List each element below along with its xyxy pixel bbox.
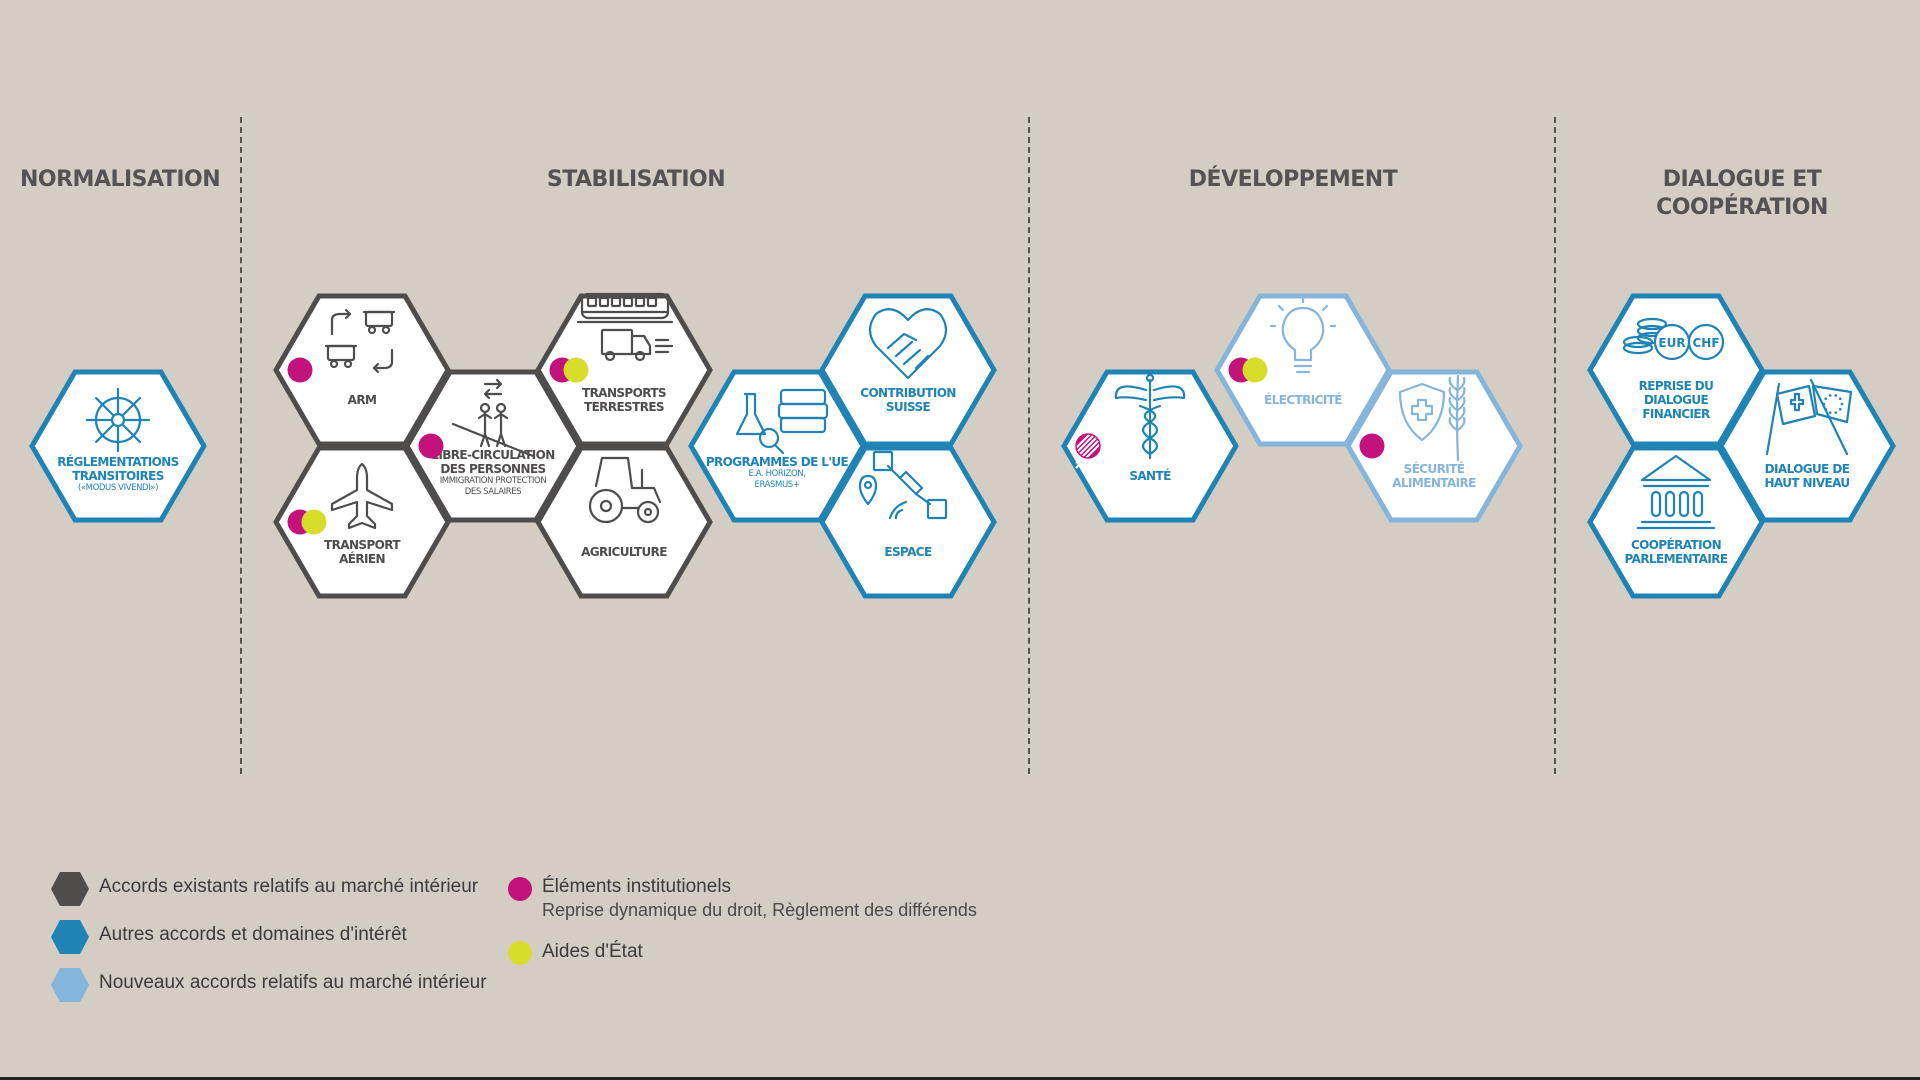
hex-shape [819,293,997,447]
hex-label: FINANCIER [1642,407,1710,421]
legend-dot-institutional [508,877,532,901]
hex-label: SÉCURITÉ [1404,461,1465,476]
legend-sublabel-institutional: Reprise dynamique du droit, Règlement de… [542,900,977,920]
train-truck-icon [576,292,674,362]
ship-wheel-icon [85,387,151,453]
section-title-dialogue-cooperation: DIALOGUE ET COOPÉRATION [1656,167,1828,220]
legend-dot-state-aid [508,941,532,965]
hex-label: AGRICULTURE [581,545,667,559]
hex-shape [404,369,582,523]
divider-2 [1028,117,1030,774]
shield-wheat-icon [1398,374,1466,462]
dot-institutional [1359,433,1385,459]
hex-label: TERRESTRES [584,400,664,414]
legend-label-institutional: Éléments institutionels [542,876,732,897]
legend-label-other: Autres accords et domaines d'intérêt [99,924,407,945]
hex-sublabel: E.A. HORIZON, [748,469,805,479]
section-title-developpement: DÉVELOPPEMENT [1188,167,1398,192]
hex-label: LIBRE-CIRCULATION [431,448,554,462]
legend-hex-other [51,920,89,954]
dot-state-aid [301,509,327,535]
tractor-icon [588,456,662,524]
research-books-icon [735,388,829,455]
hex-label: ARM [348,393,377,407]
divider-3 [1554,117,1556,774]
hex-shape [535,445,713,599]
heart-handshake-icon [868,308,948,380]
hex-label: TRANSPORTS [582,386,666,400]
hex-shape [1345,369,1523,523]
hex-label: DES PERSONNES [440,462,545,476]
bottom-border [0,1077,1920,1080]
hex-agriculture: AGRICULTURE [535,445,713,599]
parliament-icon [1636,454,1716,530]
airplane-icon [330,462,394,530]
hex-sante: SANTÉ [1061,369,1239,523]
hex-label: ALIMENTAIRE [1392,476,1476,490]
satellite-icon [858,450,948,520]
hex-shape [1718,369,1896,523]
hex-label: TRANSPORT [324,538,401,552]
flags-icon [1765,378,1853,456]
machines-exchange-icon [324,308,396,374]
hex-label: RÉGLEMENTATIONS [57,454,178,469]
hex-label: PROGRAMMES DE L'UE [706,455,849,469]
hex-label: REPRISE DU [1639,379,1714,393]
people-exchange-icon [451,378,535,458]
hex-sublabel: ERASMUS+ [754,480,799,490]
hex-sublabel: («MODUS VIVENDI») [78,483,158,493]
hex-label: COOPÉRATION [1631,537,1721,552]
legend-label-existing: Accords existants relatifs au marché int… [99,876,479,897]
dot-institutional [287,357,313,383]
section-title-normalisation: NORMALISATION [20,167,221,192]
hex-label: DIALOGUE DE [1765,462,1850,476]
dot-state-aid [563,357,589,383]
caduceus-icon [1114,373,1186,460]
legend-hex-new [51,968,89,1002]
hex-sublabel: IMMIGRATION PROTECTION [440,476,547,486]
hex-programmes-ue: PROGRAMMES DE L'UEE.A. HORIZON,ERASMUS+ [688,369,866,523]
hex-electricite: ÉLECTRICITÉ [1214,293,1392,447]
hex-shape [273,293,451,447]
divider-1 [240,117,242,774]
coins-eur-chf-icon: EUR CHF [1622,317,1725,361]
hex-label: AÉRIEN [339,551,385,566]
hex-label: PARLEMENTAIRE [1625,552,1728,566]
hex-label: TRANSITOIRES [72,469,164,483]
lightbulb-icon [1269,296,1337,374]
hex-label: ESPACE [884,545,932,559]
hex-label: SANTÉ [1129,468,1171,483]
legend-hex-existing [51,872,89,906]
dot-institutional [418,433,444,459]
legend-label-new: Nouveaux accords relatifs au marché inté… [99,972,487,993]
hex-label: CONTRIBUTION [860,386,956,400]
hex-sublabel: DES SALAIRES [465,487,522,497]
coin-label-eur: EUR [1658,336,1685,350]
legend-label-state-aid: Aides d'État [542,941,643,962]
hex-label: ÉLECTRICITÉ [1264,392,1342,407]
hex-espace: ESPACE [819,445,997,599]
hex-label: DIALOGUE [1644,393,1709,407]
hex-label: SUISSE [886,400,931,414]
dot-hatched [1075,423,1101,469]
hex-shape [535,293,713,447]
coin-label-chf: CHF [1692,336,1719,350]
section-title-stabilisation: STABILISATION [546,167,726,192]
hex-arm: ARM [273,293,451,447]
hex-label: HAUT NIVEAU [1764,476,1849,490]
dot-state-aid [1242,357,1268,383]
hex-shape [1214,293,1392,447]
